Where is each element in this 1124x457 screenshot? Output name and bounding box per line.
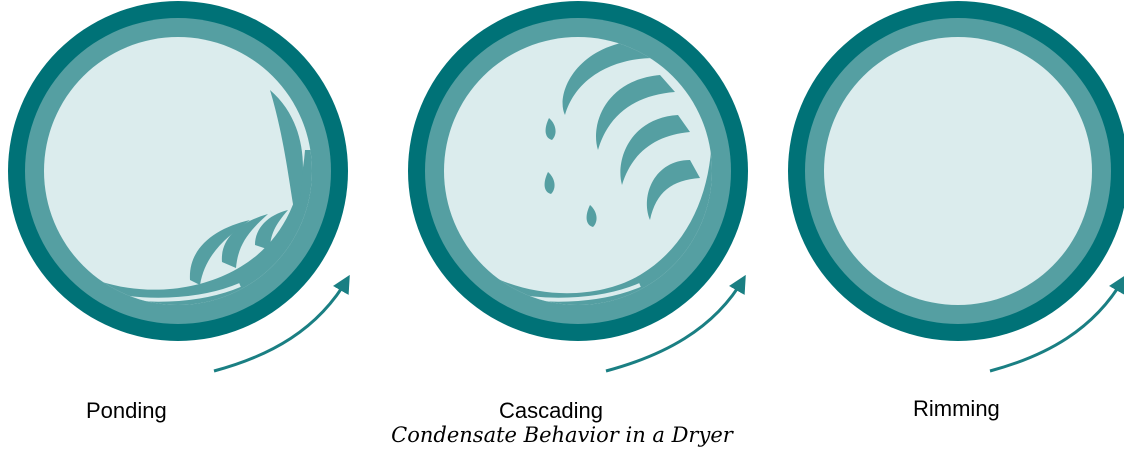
dryer-rimming xyxy=(788,1,1124,371)
label-rimming: Rimming xyxy=(913,396,1000,422)
figure-caption: Condensate Behavior in a Dryer xyxy=(0,423,1124,447)
dryer-interior-rimming xyxy=(824,37,1092,305)
label-ponding: Ponding xyxy=(86,398,167,424)
dryer-ponding xyxy=(8,1,348,371)
dryer-cascading xyxy=(408,1,748,371)
label-cascading: Cascading xyxy=(499,398,603,424)
